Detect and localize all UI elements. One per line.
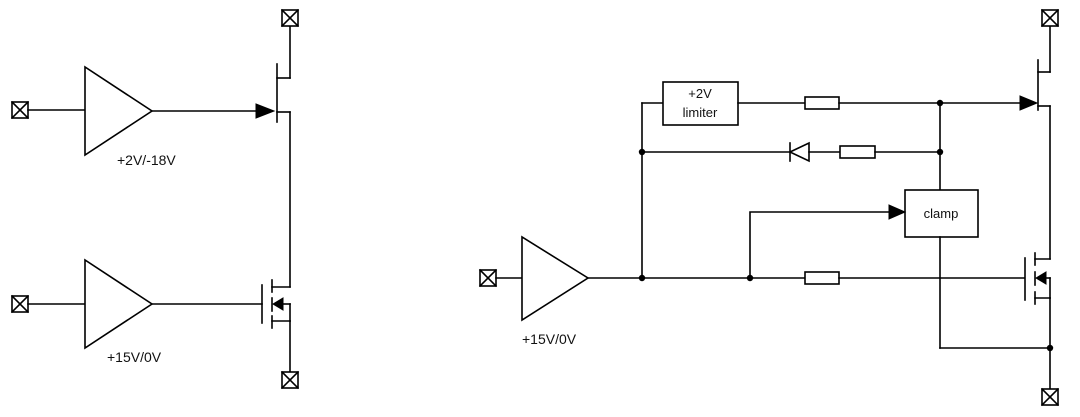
junction-dot	[638, 148, 646, 156]
clamp-block	[904, 189, 979, 238]
clamp-control-wire	[749, 211, 893, 279]
right-upper-transistor	[1037, 25, 1051, 111]
left-lower-mosfet	[261, 279, 291, 329]
junction-dot	[1046, 344, 1054, 352]
right-circuit: +15V/0V +2V limiter clamp	[478, 8, 1060, 407]
gate-resistor	[804, 271, 840, 285]
left-top-output-terminal	[280, 8, 300, 28]
clamp-label: clamp	[924, 206, 959, 221]
limiter-block	[662, 81, 739, 126]
right-top-output-terminal	[1040, 8, 1060, 28]
junction-dot	[936, 148, 944, 156]
limiter-label-line1: +2V	[688, 86, 712, 101]
junction-dot	[936, 99, 944, 107]
left-circuit: +2V/-18V +15V/0V	[10, 8, 300, 390]
limiter-label-line2: limiter	[683, 105, 718, 120]
left-top-amplifier	[84, 65, 154, 157]
base-resistor	[804, 96, 840, 110]
left-top-input-terminal	[10, 100, 30, 120]
left-bottom-amp-label: +15V/0V	[107, 349, 162, 365]
clamp-control-arrow	[888, 204, 907, 220]
right-amp-label: +15V/0V	[522, 331, 577, 347]
diode	[788, 141, 810, 163]
left-bottom-amplifier	[84, 258, 154, 350]
left-top-drive-arrow	[255, 103, 276, 119]
right-lower-mosfet	[1024, 252, 1051, 305]
base-drive-arrow	[1019, 95, 1039, 111]
right-amplifier	[521, 235, 590, 322]
right-bottom-output-terminal	[1040, 387, 1060, 407]
diode-resistor	[839, 145, 876, 159]
left-bottom-input-terminal	[10, 294, 30, 314]
junction-dot	[638, 274, 646, 282]
left-upper-transistor	[276, 25, 291, 123]
left-bottom-output-terminal	[280, 370, 300, 390]
right-input-terminal	[478, 268, 498, 288]
junction-dot	[746, 274, 754, 282]
left-top-amp-label: +2V/-18V	[117, 152, 176, 168]
